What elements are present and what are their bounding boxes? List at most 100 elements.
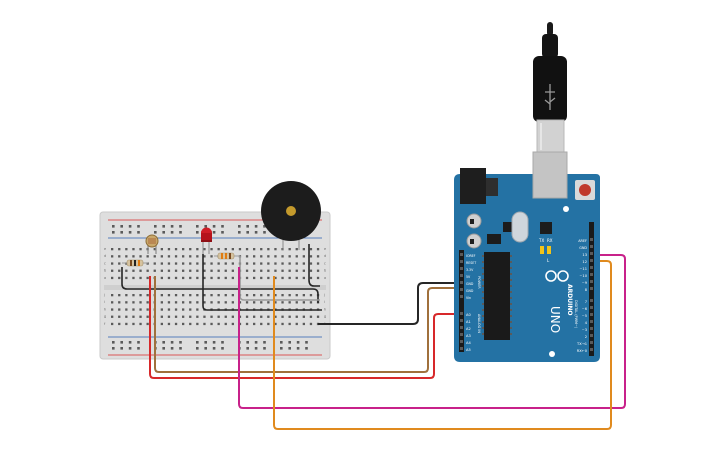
breadboard-hole xyxy=(245,262,249,265)
rail-hole xyxy=(196,341,199,344)
breadboard-hole xyxy=(267,301,270,304)
breadboard-hole xyxy=(217,269,220,272)
usb-cable[interactable] xyxy=(533,22,567,153)
reset-pin-label: RESET xyxy=(466,261,476,265)
jumper-black-led[interactable] xyxy=(202,254,322,311)
breadboard-hole xyxy=(189,301,192,304)
breadboard-hole xyxy=(288,255,291,258)
rail-hole xyxy=(128,231,132,234)
breadboard-hole xyxy=(203,262,206,265)
breadboard-hole xyxy=(167,276,171,280)
breadboard-hole xyxy=(167,315,171,318)
header-pin xyxy=(590,266,593,269)
breadboard-hole xyxy=(125,308,128,311)
breadboard-row-letter: c xyxy=(324,261,326,265)
breadboard-hole xyxy=(217,322,220,326)
breadboard-hole xyxy=(153,262,156,265)
led-base xyxy=(201,231,212,241)
gnd1-label: GND xyxy=(466,282,474,286)
breadboard-hole xyxy=(267,294,270,297)
breadboard-hole xyxy=(125,276,128,280)
breadboard-hole xyxy=(132,308,135,311)
uno-logo: UNO xyxy=(548,306,562,333)
breadboard-hole xyxy=(231,262,234,265)
breadboard-hole xyxy=(189,255,192,258)
breadboard-hole xyxy=(111,255,114,258)
resistor-right[interactable] xyxy=(214,252,240,260)
breadboard-hole xyxy=(253,255,256,258)
breadboard-hole xyxy=(167,262,171,265)
rail-hole xyxy=(128,225,132,228)
breadboard-hole xyxy=(210,315,213,318)
breadboard-hole xyxy=(146,276,149,280)
breadboard-hole xyxy=(288,262,291,265)
breadboard-hole xyxy=(210,294,213,297)
chip-pin xyxy=(510,327,512,329)
breadboard-hole xyxy=(132,276,135,280)
breadboard-row-letter: e xyxy=(104,247,106,251)
breadboard-hole xyxy=(253,276,256,280)
arduino-uno-board[interactable]: TX RX L ARDUINO UNO IOREF RESET 3.3V 5V … xyxy=(454,151,600,362)
breadboard-hole xyxy=(281,276,284,280)
breadboard-hole xyxy=(253,294,256,297)
wire-red-a0[interactable] xyxy=(149,276,462,379)
wire-magenta-d13[interactable] xyxy=(238,254,626,409)
breadboard-hole xyxy=(309,262,313,265)
d1-label: TX→1 xyxy=(576,342,587,346)
breadboard-hole xyxy=(245,301,249,304)
breadboard-hole xyxy=(139,294,142,297)
breadboard-hole xyxy=(316,248,320,251)
a3-label: A3 xyxy=(466,334,471,338)
reset-button[interactable] xyxy=(579,184,591,196)
chip-pin xyxy=(482,285,484,287)
small-ic xyxy=(503,222,513,232)
resistor-left[interactable] xyxy=(122,259,148,267)
wire-brown-5v[interactable] xyxy=(154,276,462,373)
resistor-right-band-1 xyxy=(221,253,223,259)
breadboard-hole xyxy=(231,301,234,304)
jumper-black-buzzer[interactable] xyxy=(308,244,320,287)
photoresistor[interactable] xyxy=(145,234,159,254)
breadboard-hole xyxy=(182,276,185,280)
rail-hole xyxy=(221,347,224,350)
rail-hole xyxy=(254,225,258,228)
breadboard-hole xyxy=(167,322,171,326)
breadboard-hole xyxy=(160,269,163,272)
d10-label: ~10 xyxy=(579,274,587,278)
breadboard-hole xyxy=(238,248,242,251)
jumper-black-ground[interactable] xyxy=(121,267,319,303)
header-pin xyxy=(590,299,593,302)
rail-hole xyxy=(112,347,115,350)
rail-hole xyxy=(221,341,224,344)
breadboard-hole xyxy=(217,294,220,297)
header-pin xyxy=(460,326,463,329)
wire-black-gnd[interactable] xyxy=(318,282,462,325)
d6-label: ~6 xyxy=(582,307,588,311)
rail-hole xyxy=(112,231,115,234)
rail-hole xyxy=(179,225,182,228)
header-pin xyxy=(460,312,463,315)
digital-labels: AREF GND 13 12 ~11 ~10 ~9 8 7 ~6 ~5 4 ~3… xyxy=(574,239,588,353)
breadboard-hole xyxy=(139,301,142,304)
breadboard-hole xyxy=(160,294,163,297)
breadboard-hole xyxy=(125,294,128,297)
chip-pin xyxy=(510,255,512,257)
wire-orange-d12[interactable] xyxy=(273,260,612,430)
breadboard-hole xyxy=(245,255,249,258)
breadboard-row-letter: b xyxy=(324,269,327,273)
ioref-label: IOREF xyxy=(466,254,476,258)
breadboard-hole xyxy=(139,276,142,280)
breadboard-hole xyxy=(118,301,121,304)
header-pin xyxy=(460,281,463,284)
logo-loop-right xyxy=(557,270,569,282)
breadboard-hole xyxy=(174,276,178,280)
red-led[interactable] xyxy=(201,227,212,255)
breadboard-hole xyxy=(302,322,305,326)
breadboard-row-letter: a xyxy=(104,276,106,280)
piezo-buzzer[interactable] xyxy=(261,181,321,250)
breadboard-hole xyxy=(196,308,199,311)
breadboard-hole xyxy=(146,308,149,311)
breadboard-hole xyxy=(146,255,149,258)
